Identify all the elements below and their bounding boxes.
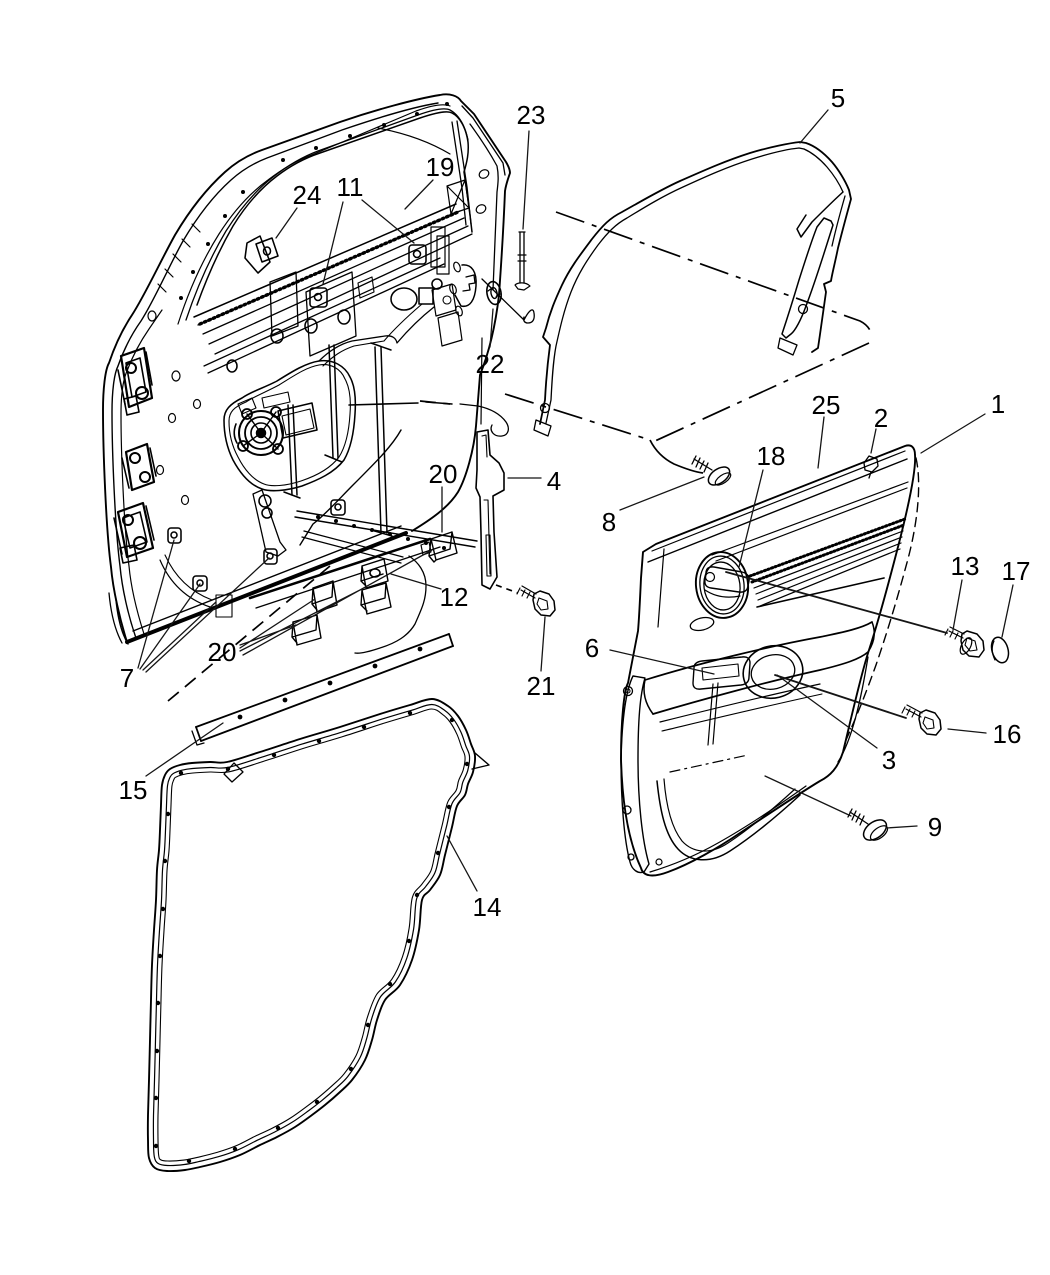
svg-text:21: 21 (527, 671, 556, 701)
svg-text:14: 14 (473, 892, 502, 922)
svg-text:4: 4 (547, 466, 561, 496)
svg-text:9: 9 (928, 812, 942, 842)
svg-text:1: 1 (991, 389, 1005, 419)
svg-text:23: 23 (517, 100, 546, 130)
svg-text:2: 2 (874, 403, 888, 433)
svg-text:24: 24 (293, 180, 322, 210)
svg-text:16: 16 (993, 719, 1022, 749)
svg-text:15: 15 (119, 775, 148, 805)
svg-text:7: 7 (120, 663, 134, 693)
svg-text:20: 20 (208, 637, 237, 667)
svg-text:6: 6 (585, 633, 599, 663)
svg-text:12: 12 (440, 582, 469, 612)
svg-text:3: 3 (882, 745, 896, 775)
svg-text:8: 8 (602, 507, 616, 537)
svg-text:5: 5 (831, 83, 845, 113)
svg-text:22: 22 (476, 349, 505, 379)
svg-text:19: 19 (426, 152, 455, 182)
svg-text:17: 17 (1002, 556, 1031, 586)
svg-text:13: 13 (951, 551, 980, 581)
svg-text:11: 11 (337, 172, 364, 202)
svg-text:20: 20 (429, 459, 458, 489)
svg-text:18: 18 (757, 441, 786, 471)
svg-text:25: 25 (812, 390, 841, 420)
